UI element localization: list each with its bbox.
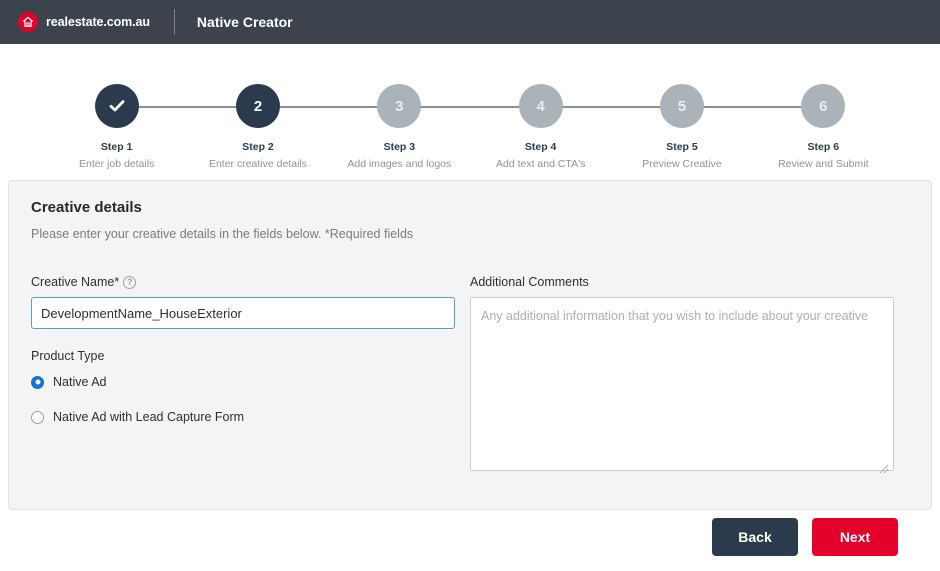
stepper-connector <box>681 106 824 108</box>
app-title: Native Creator <box>196 14 293 30</box>
radio-label: Native Ad <box>53 375 107 389</box>
check-icon <box>94 84 139 128</box>
stepper-step-label: Step 1 <box>100 141 133 153</box>
additional-comments-label: Additional Comments <box>470 275 894 289</box>
stepper-connector <box>257 106 400 108</box>
question-mark-icon[interactable]: ? <box>123 275 137 289</box>
brand-name: realestate.com.au <box>46 15 150 29</box>
stepper-step-label: Step 3 <box>383 141 416 153</box>
radio-option-native-ad[interactable]: Native Ad <box>31 375 461 389</box>
stepper-connector <box>399 106 541 108</box>
brand-logo[interactable]: realestate.com.au <box>18 12 150 32</box>
radio-option-native-ad-lead-capture[interactable]: Native Ad with Lead Capture Form <box>31 410 461 424</box>
header-divider <box>173 9 175 35</box>
app-header: realestate.com.au Native Creator <box>0 0 940 44</box>
stepper-step-1[interactable]: Step 1 Enter job details <box>46 84 258 170</box>
stepper-connector <box>540 106 682 108</box>
stepper-circle-number: 4 <box>518 84 563 128</box>
product-type-label: Product Type <box>31 349 105 363</box>
right-column: Additional Comments <box>470 275 894 476</box>
radio-icon-unselected[interactable] <box>31 410 44 424</box>
additional-comments-wrapper <box>470 297 894 476</box>
stepper-step-description: Enter job details <box>79 158 155 170</box>
stepper-step-description: Add text and CTA's <box>495 158 586 170</box>
form-footer: Back Next <box>0 518 940 556</box>
next-button[interactable]: Next <box>812 518 898 556</box>
creative-name-input[interactable] <box>31 297 455 329</box>
stepper-step-label: Step 5 <box>666 141 698 153</box>
creative-details-panel: Creative details Please enter your creat… <box>8 180 932 510</box>
stepper-step-description: Add images and logos <box>347 158 452 170</box>
stepper-step-label: Step 2 <box>242 141 274 153</box>
radio-label: Native Ad with Lead Capture Form <box>53 410 245 424</box>
stepper-step-description: Preview Creative <box>642 158 722 170</box>
stepper-circle-number: 5 <box>659 84 704 128</box>
stepper-circle-number: 3 <box>377 84 422 128</box>
stepper-connector <box>116 106 258 108</box>
left-column: Creative Name* ? Product Type Native Ad … <box>31 275 461 445</box>
page-title: Creative details <box>31 199 142 216</box>
creative-name-label-text: Creative Name* <box>31 275 120 289</box>
additional-comments-textarea[interactable] <box>470 297 894 471</box>
stepper-step-description: Enter creative details <box>208 158 308 170</box>
stepper-circle-number: 6 <box>801 84 846 128</box>
stepper-step-label: Step 4 <box>524 141 557 153</box>
stepper-step-label: Step 6 <box>807 141 840 153</box>
radio-icon-selected[interactable] <box>31 375 44 389</box>
stepper-step-description: Review and Submit <box>778 158 869 170</box>
house-icon <box>18 12 38 32</box>
panel-subtitle: Please enter your creative details in th… <box>31 227 414 241</box>
stepper-circle-number: 2 <box>235 84 280 128</box>
back-button[interactable]: Back <box>712 518 798 556</box>
creative-name-label: Creative Name* ? <box>31 275 461 289</box>
additional-comments-label-text: Additional Comments <box>470 275 589 289</box>
